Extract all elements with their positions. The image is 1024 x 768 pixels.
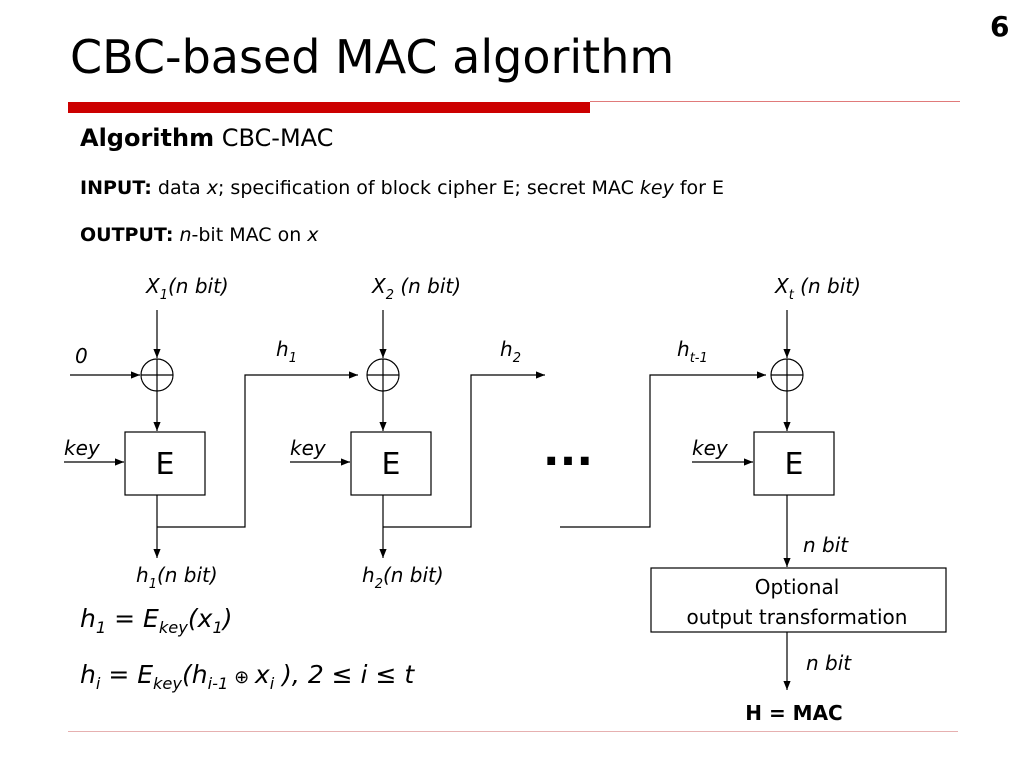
- key-label-1: key: [64, 436, 101, 460]
- formula-h1: h1 = Ekey(x1): [80, 604, 233, 637]
- page-number: 6: [990, 10, 1010, 43]
- nbit-label-lower: n bit: [806, 651, 852, 675]
- input-label-2: X2 (n bit): [371, 274, 461, 303]
- input-text-1: data: [157, 177, 207, 199]
- output-label-2: h2(n bit): [362, 563, 444, 592]
- output-x: x: [307, 224, 319, 246]
- cipher-label-t: E: [785, 447, 804, 482]
- initial-value-label: 0: [75, 344, 88, 368]
- cipher-block-1: [124, 431, 206, 496]
- ellipsis: ···: [543, 436, 593, 487]
- title-underline-thin: [590, 101, 960, 102]
- formula-hi: hi = Ekey(hi-1 ⊕ xi ), 2 ≤ i ≤ t: [80, 660, 415, 693]
- chain-label-1: h1: [276, 337, 297, 366]
- cipher-block-t: [753, 431, 835, 496]
- xor-icon-t: [770, 358, 804, 392]
- cipher-label-2: E: [382, 447, 401, 482]
- chain-2-line: [383, 371, 545, 528]
- algorithm-heading: Algorithm CBC-MAC: [80, 124, 333, 152]
- output-n: n: [179, 224, 192, 246]
- input-key: key: [639, 177, 674, 199]
- algorithm-name: CBC-MAC: [221, 124, 334, 152]
- mac-result-label: H = MAC: [745, 701, 842, 725]
- chain-label-t: ht-1: [677, 337, 708, 366]
- output-text: -bit MAC on: [191, 224, 308, 246]
- title-underline-red: [68, 102, 590, 113]
- slide-title: CBC-based MAC algorithm: [70, 30, 675, 84]
- input-text-2: ; specification of block cipher E; secre…: [217, 177, 640, 199]
- algorithm-label: Algorithm: [80, 124, 215, 152]
- chain-1-line: [157, 371, 358, 528]
- input-label-t: Xt (n bit): [774, 274, 861, 303]
- input-x: x: [206, 177, 218, 199]
- input-label-1: X1(n bit): [145, 274, 229, 303]
- transform-label-line-2: output transformation: [687, 605, 908, 629]
- input-label: INPUT:: [80, 177, 152, 199]
- output-transformation-box: [650, 567, 947, 633]
- key-label-2: key: [290, 436, 327, 460]
- transform-label-line-1: Optional: [755, 575, 840, 599]
- output-line: OUTPUT: n-bit MAC on x: [80, 224, 319, 246]
- input-text-3: for E: [673, 177, 725, 199]
- output-label-1: h1(n bit): [136, 563, 218, 592]
- output-label: OUTPUT:: [80, 224, 174, 246]
- xor-icon-1: [140, 358, 174, 392]
- chain-t-line: [560, 371, 766, 528]
- chain-label-2: h2: [500, 337, 521, 366]
- input-line: INPUT: data x; specification of block ci…: [80, 177, 724, 199]
- xor-icon-2: [366, 358, 400, 392]
- footer-rule: [68, 731, 958, 732]
- cipher-label-1: E: [156, 447, 175, 482]
- key-label-t: key: [692, 436, 729, 460]
- cipher-block-2: [350, 431, 432, 496]
- nbit-label-upper: n bit: [803, 533, 849, 557]
